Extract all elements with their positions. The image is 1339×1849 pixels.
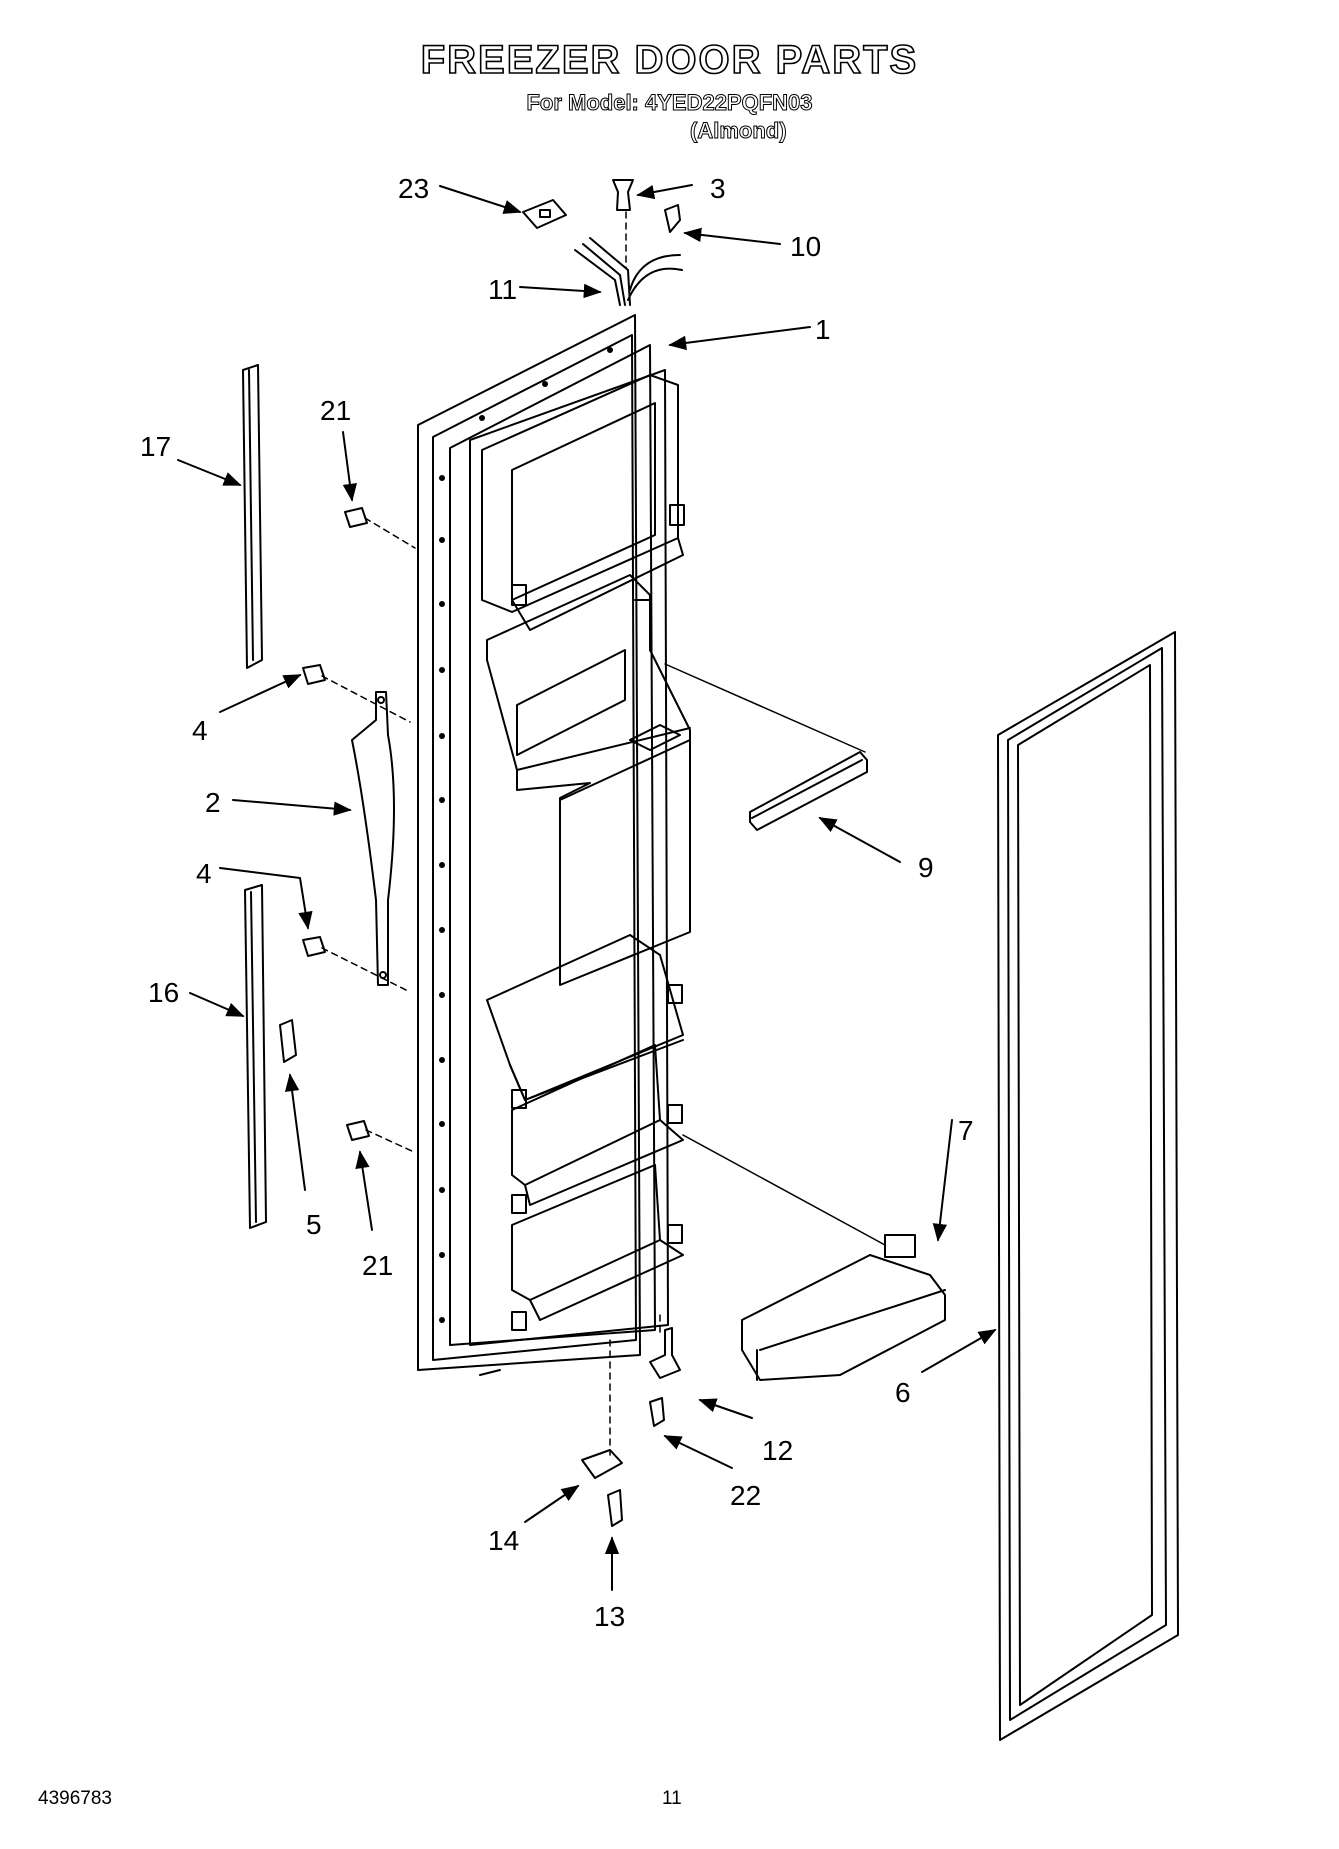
callout-23: 23 [398,173,429,204]
callout-21-bottom: 21 [362,1250,393,1281]
document-number: 4396783 [38,1788,112,1809]
callout-9: 9 [918,852,934,883]
door-handle [351,691,395,986]
small-parts [279,179,683,1527]
leader-lines [664,663,886,1246]
model-line: For Model: 4YED22PQFN03 [526,90,813,116]
callout-3: 3 [710,173,726,204]
callout-13: 13 [594,1601,625,1632]
callout-12: 12 [762,1435,793,1466]
callout-14: 14 [488,1525,519,1556]
callout-5: 5 [306,1209,322,1240]
callout-10: 10 [790,231,821,262]
page-title: FREEZER DOOR PARTS [420,37,919,83]
callout-1: 1 [815,314,831,345]
callout-6: 6 [895,1377,911,1408]
callout-11: 11 [488,274,517,305]
door-gasket [997,631,1179,1741]
callout-2: 2 [205,787,221,818]
trim-strip-lower [244,884,267,1229]
callout-4-bottom: 4 [196,858,212,889]
door-assembly [417,314,691,1376]
callout-4-top: 4 [192,715,208,746]
callout-22: 22 [730,1480,761,1511]
callout-16: 16 [148,977,179,1008]
assembly-lines [321,211,661,1456]
callout-labels: 23 3 10 11 1 17 21 4 2 4 16 5 21 7 9 6 1… [140,173,974,1632]
page-number: 11 [662,1788,682,1809]
door-bin [741,1234,946,1381]
callout-arrows [177,184,997,1591]
callout-21-top: 21 [320,395,351,426]
callout-7: 7 [958,1115,974,1146]
ice-dispenser-trim-bar [749,751,868,831]
callout-17: 17 [140,431,171,462]
color-note: (Almond) [690,118,788,144]
trim-strip-upper [242,364,263,669]
